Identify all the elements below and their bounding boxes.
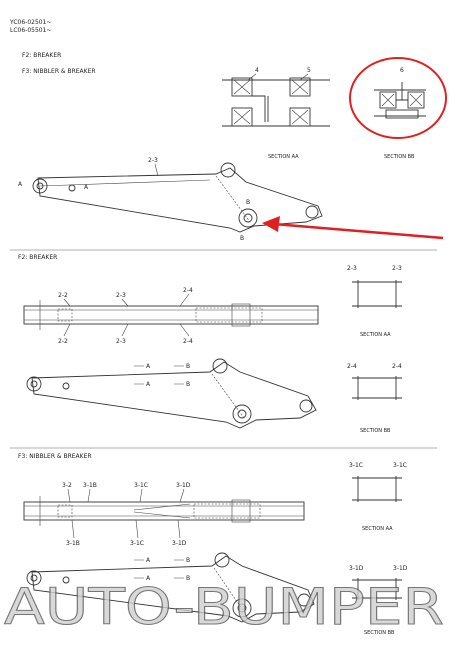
f3-arm-mark-a: A [146,557,151,564]
f3-section-bb: 3-1D 3-1D SECTION BB [349,565,408,636]
watermark-text: AUTO-BUMPER [4,578,444,636]
f3-top-label-2: 3-1B [83,482,97,489]
highlight-arrow [273,222,444,240]
f2-aa-right: 2-3 [392,265,402,272]
f3-arm-mark-a-2: A [146,575,151,582]
f2-bb-left: 2-4 [347,363,357,370]
top-aa-caption: SECTION AA [268,154,299,160]
top-bb-label-6: 6 [400,67,404,74]
top-arm-a-marker-2: A [84,184,89,191]
f2-top-label-2: 2-3 [116,292,126,299]
f2-top-label-1: 2-2 [58,292,68,299]
f3-top-label-4: 3-1D [176,482,191,489]
f2-top-label-3: 2-4 [183,287,193,294]
f2-arm-view: A B A B [26,358,317,429]
f2-arm-mark-a: A [146,363,151,370]
f3-bottom-label-3: 3-1D [172,540,187,547]
f2-bb-right: 2-4 [392,363,402,370]
f2-aa-left: 2-3 [347,265,357,272]
f2-arm-mark-a-2: A [146,381,151,388]
intro-f2: F2: BREAKER [22,52,61,59]
model-code-2: LC06-05501~ [10,27,51,34]
f2-arm-mark-b-2: B [186,381,190,388]
f3-section-aa: 3-1C 3-1C SECTION AA [349,462,407,532]
f2-bottom-label-1: 2-2 [58,338,68,345]
f2-title: F2: BREAKER [18,254,57,261]
f3-aa-left: 3-1C [349,462,363,469]
top-arm-view: A A 2-3 B B [18,157,444,242]
f3-aa-caption: SECTION AA [362,526,393,532]
f3-arm-mark-b-2: B [186,575,190,582]
top-bb-caption: SECTION BB [384,154,415,160]
f3-bb-left: 3-1D [349,565,364,572]
top-section-bb: 6 SECTION BB [349,57,447,160]
f2-aa-caption: SECTION AA [360,332,391,338]
top-section-aa: 4 5 SECTION AA [222,67,330,160]
f2-bottom-label-3: 2-4 [183,338,193,345]
f3-arm-mark-b: B [186,557,190,564]
highlight-arrow-head [262,216,280,232]
f3-bottom-label-1: 3-1B [66,540,80,547]
f2-bb-caption: SECTION BB [360,428,391,434]
f2-section-bb: 2-4 2-4 SECTION BB [347,363,402,434]
f3-bottom-label-2: 3-1C [130,540,144,547]
model-code-1: YC06-02501~ [9,19,51,26]
f3-top-label-3: 3-1C [134,482,148,489]
f3-top-label-1: 3-2 [62,482,72,489]
f2-bottom-label-2: 2-3 [116,338,126,345]
f3-bb-caption: SECTION BB [364,630,395,636]
highlight-circle [349,57,447,139]
f3-bb-right: 3-1D [393,565,408,572]
f3-arm-view: A B A B [26,552,315,623]
f2-plan-view: 2-2 2-3 2-4 2-2 2-3 2-4 [23,287,319,345]
top-arm-b-marker: B [246,199,250,206]
top-arm-part: 2-3 [148,157,158,164]
f3-aa-right: 3-1C [393,462,407,469]
top-aa-label-4: 4 [255,67,259,74]
f3-title: F3: NIBBLER & BREAKER [18,453,92,460]
intro-f3: F3: NIBBLER & BREAKER [22,68,96,75]
top-arm-a-marker: A [18,181,23,188]
f3-plan-view: 3-2 3-1B 3-1C 3-1D 3-1B 3-1C 3-1D [23,482,305,547]
f2-section-aa: 2-3 2-3 SECTION AA [347,265,402,338]
top-aa-label-5: 5 [307,67,311,74]
top-arm-b-marker-2: B [240,235,244,242]
f2-arm-mark-b: B [186,363,190,370]
